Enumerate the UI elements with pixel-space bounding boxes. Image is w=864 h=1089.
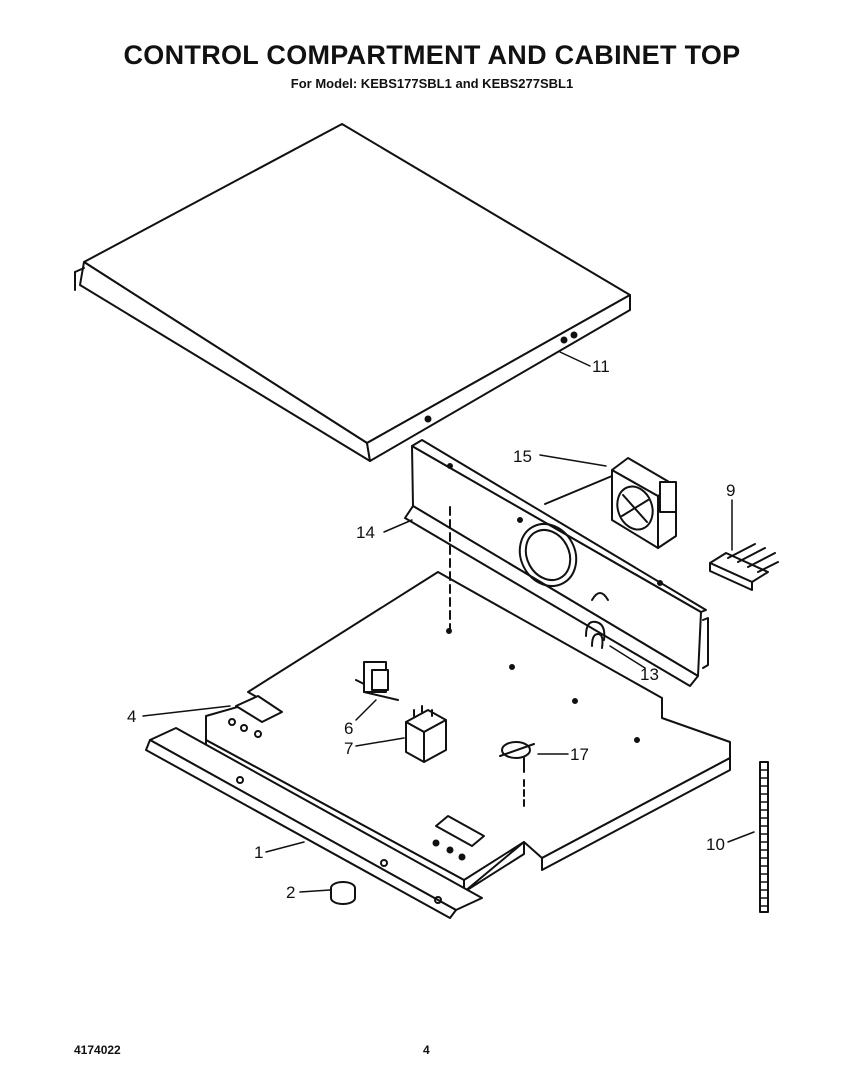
plate: [228, 695, 283, 738]
cabinet-top-panel: [74, 123, 631, 462]
control-compartment-floor: [205, 506, 731, 893]
bumper: [330, 881, 356, 905]
callout-11: 11: [592, 357, 610, 376]
callout-labels: 11 15 9 14 13 4 6 7 17 10 1 2: [127, 357, 735, 902]
callout-10: 10: [706, 835, 725, 854]
terminal-block: [709, 543, 779, 591]
gasket-strip: [759, 761, 769, 913]
callout-14: 14: [356, 523, 375, 542]
callout-4: 4: [127, 707, 136, 726]
page-number: 4: [423, 1043, 430, 1057]
leader-lines: [142, 351, 755, 893]
callout-7: 7: [344, 739, 353, 758]
callout-2: 2: [286, 883, 295, 902]
part-number: 4174022: [74, 1043, 121, 1057]
relay: [405, 705, 447, 763]
front-trim: [145, 727, 483, 919]
control-panel-bracket: [404, 439, 709, 687]
callout-13: 13: [640, 665, 659, 684]
model-subtitle: For Model: KEBS177SBL1 and KEBS277SBL1: [290, 76, 574, 91]
thermostat: [499, 741, 535, 807]
transformer: [355, 661, 399, 701]
callout-17: 17: [570, 745, 589, 764]
callout-15: 15: [513, 447, 532, 466]
callout-6: 6: [344, 719, 353, 738]
page-title: CONTROL COMPARTMENT AND CABINET TOP: [123, 40, 741, 70]
cooling-fan: [544, 457, 677, 549]
clip: [585, 620, 606, 649]
callout-9: 9: [726, 481, 735, 500]
callout-1: 1: [254, 843, 263, 862]
